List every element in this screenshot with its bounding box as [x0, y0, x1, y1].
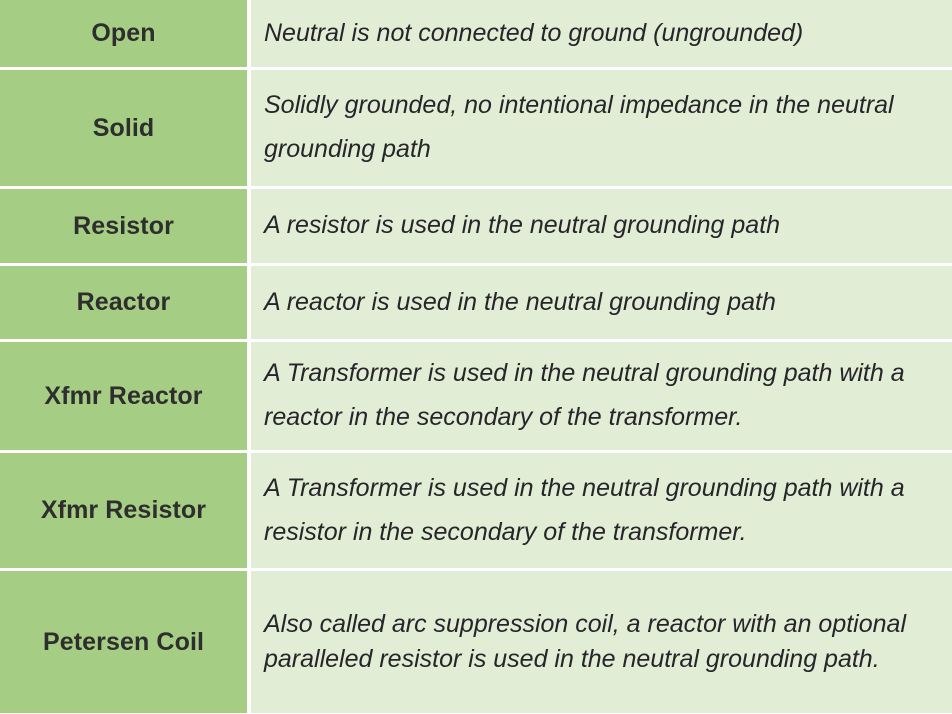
- table-row: Resistor A resistor is used in the neutr…: [0, 189, 952, 263]
- table-cell-term: Solid: [0, 70, 247, 186]
- term-label: Xfmr Reactor: [44, 381, 203, 410]
- table-row: Open Neutral is not connected to ground …: [0, 0, 952, 67]
- table-cell-description: Solidly grounded, no intentional impedan…: [251, 70, 952, 186]
- description-text: Also called arc suppression coil, a reac…: [264, 609, 907, 674]
- description-text: Neutral is not connected to ground (ungr…: [264, 18, 804, 47]
- table-cell-description: A resistor is used in the neutral ground…: [251, 189, 952, 263]
- table-row: Solid Solidly grounded, no intentional i…: [0, 70, 952, 186]
- table-cell-description: A Transformer is used in the neutral gro…: [251, 453, 952, 568]
- description-text: A Transformer is used in the neutral gro…: [264, 473, 905, 546]
- description-text: Solidly grounded, no intentional impedan…: [264, 91, 894, 163]
- term-label: Xfmr Resistor: [40, 496, 207, 525]
- description-text: A reactor is used in the neutral groundi…: [264, 287, 776, 316]
- term-label: Reactor: [76, 288, 171, 317]
- table-cell-term: Petersen Coil: [0, 571, 247, 713]
- table-cell-term: Reactor: [0, 266, 247, 339]
- table-cell-description: A Transformer is used in the neutral gro…: [251, 342, 952, 450]
- term-label: Resistor: [73, 211, 174, 240]
- table-cell-term: Xfmr Reactor: [0, 342, 247, 450]
- table-cell-term: Xfmr Resistor: [0, 453, 247, 568]
- table-cell-term: Resistor: [0, 189, 247, 263]
- description-text: A resistor is used in the neutral ground…: [264, 211, 781, 240]
- table-row: Reactor A reactor is used in the neutral…: [0, 266, 952, 339]
- table-cell-description: A reactor is used in the neutral groundi…: [251, 266, 952, 339]
- term-label: Petersen Coil: [42, 627, 205, 656]
- table-cell-term: Open: [0, 0, 247, 67]
- table-cell-description: Also called arc suppression coil, a reac…: [251, 571, 952, 713]
- table-row: Xfmr Reactor A Transformer is used in th…: [0, 342, 952, 450]
- table-row: Xfmr Resistor A Transformer is used in t…: [0, 453, 952, 568]
- table-row: Petersen Coil Also called arc suppressio…: [0, 571, 952, 713]
- term-label: Solid: [92, 113, 155, 142]
- table-cell-description: Neutral is not connected to ground (ungr…: [251, 0, 952, 67]
- term-label: Open: [91, 19, 156, 48]
- description-text: A Transformer is used in the neutral gro…: [264, 359, 905, 431]
